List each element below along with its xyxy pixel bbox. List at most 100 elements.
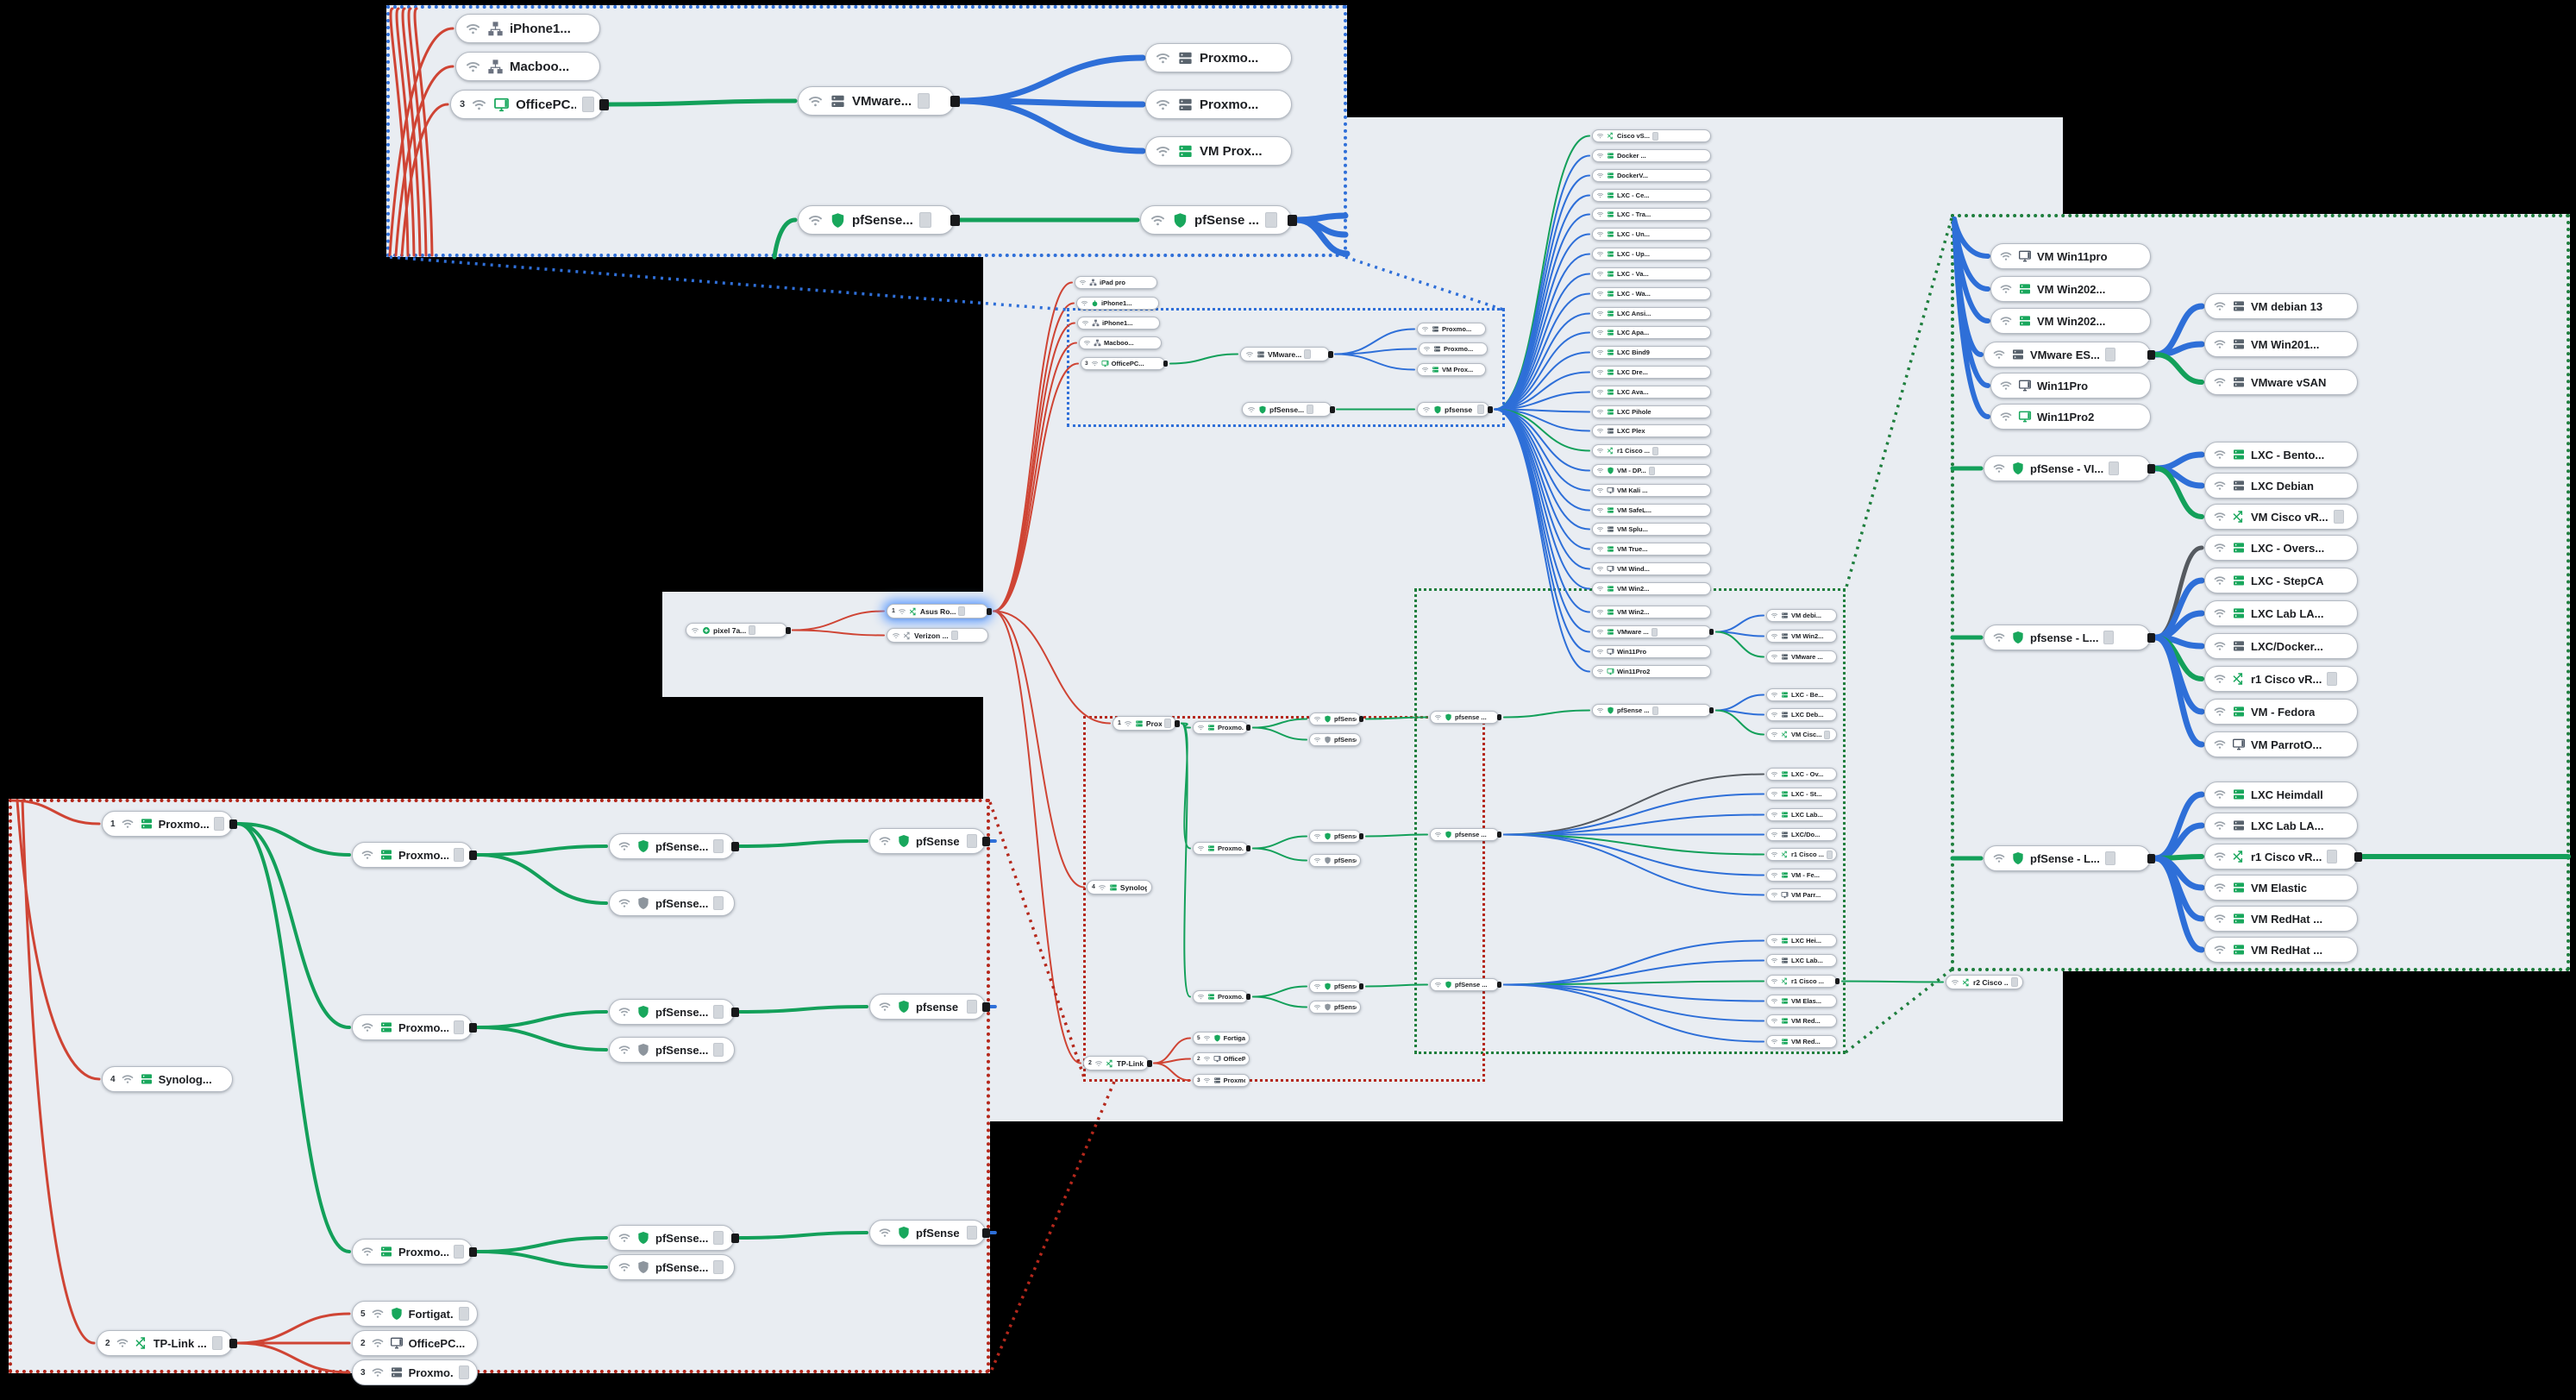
node-c19[interactable]: VM Kali ... xyxy=(1592,484,1711,497)
node-c09[interactable]: LXC - Wa... xyxy=(1592,287,1711,300)
node-c01[interactable]: Cisco vS... xyxy=(1592,129,1711,142)
node-ga2[interactable]: VM Win2... xyxy=(1766,630,1837,643)
node-c06[interactable]: LXC - Un... xyxy=(1592,228,1711,241)
node-gp_win11pro[interactable]: VM Win11pro xyxy=(1990,243,2151,269)
node-c25[interactable]: VM Win2... xyxy=(1592,606,1711,618)
node-gp_lab2[interactable]: LXC Lab LA... xyxy=(2204,813,2358,838)
node-bp_vmware[interactable]: VMware... xyxy=(798,86,960,116)
node-gp_lab1[interactable]: LXC Lab LA... xyxy=(2204,600,2358,626)
node-c17[interactable]: r1 Cisco ... xyxy=(1592,444,1711,457)
node-c07[interactable]: LXC - Up... xyxy=(1592,248,1711,261)
node-c22[interactable]: VM True... xyxy=(1592,543,1711,556)
node-gc3[interactable]: LXC Lab... xyxy=(1766,808,1837,821)
node-rp_r1_prox[interactable]: Proxmo... xyxy=(352,842,477,868)
node-rp_r1_a[interactable]: pfSense... xyxy=(609,833,739,859)
node-bp_pfsense_b[interactable]: pfSense ... xyxy=(1140,205,1297,235)
node-c05[interactable]: LXC - Tra... xyxy=(1592,208,1711,221)
node-m_macb[interactable]: Macboo... xyxy=(1079,336,1162,349)
node-m_r1_prox[interactable]: Proxmo... xyxy=(1193,721,1250,734)
node-m_hub[interactable]: 1Proxmo... xyxy=(1113,716,1180,731)
node-gp_vsan[interactable]: VMware vSAN xyxy=(2204,369,2358,395)
node-bp_iphone1[interactable]: iPhone1... xyxy=(455,14,600,43)
node-rp_r2_g[interactable]: pfSense... xyxy=(609,1037,735,1063)
node-gp_win201[interactable]: VM Win201... xyxy=(2204,331,2358,357)
node-c16[interactable]: LXC Plex xyxy=(1592,424,1711,437)
node-m_ipad[interactable]: iPad pro xyxy=(1075,276,1157,289)
node-c11[interactable]: LXC Apa... xyxy=(1592,326,1711,339)
node-m_root[interactable]: pixel 7a... xyxy=(686,623,791,637)
node-m_r2_g[interactable]: pfSense... xyxy=(1309,854,1361,867)
node-c18[interactable]: VM - DP... xyxy=(1592,464,1711,477)
node-gp_win202a[interactable]: VM Win202... xyxy=(1990,276,2151,302)
node-gc4[interactable]: LXC/Do... xyxy=(1766,828,1837,841)
node-c12[interactable]: LXC Bind9 xyxy=(1592,346,1711,359)
node-gp_parrot[interactable]: VM ParrotO... xyxy=(2204,731,2358,757)
node-gp_pfsense_vi[interactable]: pfSense - VI... xyxy=(1984,455,2155,481)
node-gp_stepca[interactable]: LXC - StepCA xyxy=(2204,568,2358,593)
node-m_iph_b[interactable]: iPhone1... xyxy=(1077,317,1160,330)
node-bp_macbook[interactable]: Macboo... xyxy=(455,52,600,81)
node-gb3[interactable]: VM Cisc... xyxy=(1766,728,1837,741)
node-gp_pfsense_l1[interactable]: pfsense - L... xyxy=(1984,625,2155,650)
node-rp_r2_prox[interactable]: Proxmo... xyxy=(352,1014,477,1040)
node-gp_red1[interactable]: VM RedHat ... xyxy=(2204,906,2358,932)
node-m_verizon[interactable]: Verizon ... xyxy=(887,628,988,643)
node-c28[interactable]: Win11Pro2 xyxy=(1592,665,1711,678)
node-m_r1_a[interactable]: pfSense... xyxy=(1309,713,1363,725)
node-rp_r3_b[interactable]: pfSense ... xyxy=(869,1220,990,1246)
node-c29[interactable]: pfSense ... xyxy=(1592,704,1714,717)
node-gd2[interactable]: LXC Lab... xyxy=(1766,954,1837,967)
node-gp_red2[interactable]: VM RedHat ... xyxy=(2204,937,2358,963)
node-c03[interactable]: DockerV... xyxy=(1592,169,1711,182)
node-gp_vmware_es[interactable]: VMware ES... xyxy=(1984,342,2155,367)
node-gc6[interactable]: VM - Fe... xyxy=(1766,869,1837,882)
node-gc5[interactable]: r1 Cisco ... xyxy=(1766,848,1837,861)
node-m_prox2[interactable]: Proxmo... xyxy=(1419,342,1488,355)
node-rp_r3_a[interactable]: pfSense... xyxy=(609,1225,739,1251)
node-m_r3_b[interactable]: pfSense ... xyxy=(1430,978,1501,991)
node-bp_proxmo1[interactable]: Proxmo... xyxy=(1145,43,1292,72)
node-m_r1_b[interactable]: pfsense ... xyxy=(1430,711,1501,724)
node-m_r2_prox[interactable]: Proxmo... xyxy=(1193,842,1250,855)
node-rp_r2_a[interactable]: pfSense... xyxy=(609,999,739,1025)
node-ga3[interactable]: VMware ... xyxy=(1766,650,1837,663)
node-gp_r1b[interactable]: r1 Cisco vR... xyxy=(2204,844,2362,870)
node-m_r3_a[interactable]: pfSense... xyxy=(1309,980,1363,993)
node-m_off2[interactable]: 2OfficePC... xyxy=(1193,1052,1250,1065)
node-c10[interactable]: LXC Ansi... xyxy=(1592,307,1711,320)
node-c02[interactable]: Docker ... xyxy=(1592,149,1711,162)
node-bp_proxmo2[interactable]: Proxmo... xyxy=(1145,90,1292,119)
node-gp_vmcisco[interactable]: VM Cisco vR... xyxy=(2204,504,2358,530)
node-gp_overs[interactable]: LXC - Overs... xyxy=(2204,535,2358,561)
node-rp_r1_g[interactable]: pfSense... xyxy=(609,890,735,916)
node-rp_r3_g[interactable]: pfSense... xyxy=(609,1254,735,1280)
node-gb1[interactable]: LXC - Be... xyxy=(1766,688,1837,701)
node-c23[interactable]: VM Wind... xyxy=(1592,562,1711,575)
node-gp_heimdall[interactable]: LXC Heimdall xyxy=(2204,782,2358,807)
node-gb2[interactable]: LXC Deb... xyxy=(1766,708,1837,721)
node-m_fort[interactable]: 5Fortigat... xyxy=(1193,1032,1250,1045)
node-gc7[interactable]: VM Parr... xyxy=(1766,888,1837,901)
node-rp_r2_b[interactable]: pfsense ... xyxy=(869,994,990,1020)
node-gd4[interactable]: VM Elas... xyxy=(1766,995,1837,1008)
node-m_pfs_a[interactable]: pfSense... xyxy=(1242,402,1335,417)
node-m_r3_prox[interactable]: Proxmo... xyxy=(1193,990,1250,1003)
node-c20[interactable]: VM SafeL... xyxy=(1592,504,1711,517)
node-bp_pfsense_a[interactable]: pfSense... xyxy=(798,205,960,235)
node-c27[interactable]: Win11Pro xyxy=(1592,645,1711,658)
node-gp_fedora[interactable]: VM - Fedora xyxy=(2204,699,2358,725)
node-m_iph_a[interactable]: iPhone1... xyxy=(1076,297,1159,310)
node-rp_r3_prox[interactable]: Proxmo... xyxy=(352,1239,477,1265)
node-c14[interactable]: LXC Ava... xyxy=(1592,386,1711,399)
node-gc1[interactable]: LXC - Ov... xyxy=(1766,768,1837,781)
node-gp_bento[interactable]: LXC - Bento... xyxy=(2204,442,2358,468)
node-ga1[interactable]: VM debi... xyxy=(1766,609,1837,622)
